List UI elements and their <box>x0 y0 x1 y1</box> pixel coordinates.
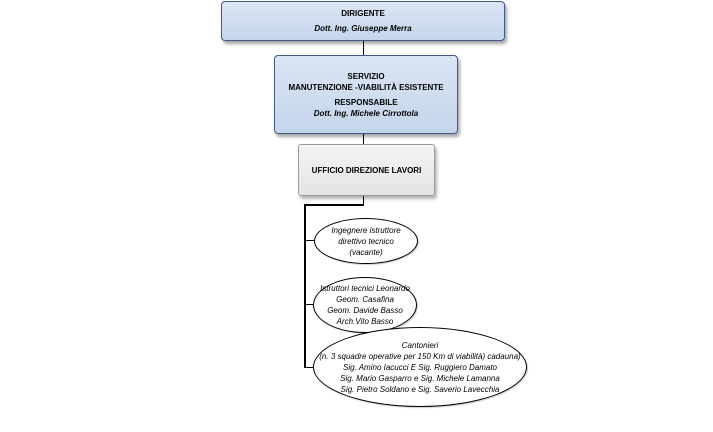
staff-line: (n. 3 squadre operative per 150 Km di vi… <box>319 351 521 361</box>
staff-ellipse-istruttore: Ingegnere istruttore direttivo tecnico (… <box>314 218 418 264</box>
connector-branch-tecnici <box>304 304 314 305</box>
staff-line: Sig. Pietro Soldano e Sig. Saverio Lavec… <box>340 384 500 394</box>
servizio-role: RESPONSABILE <box>334 97 398 107</box>
connector-servizio-ufficio <box>363 134 364 144</box>
servizio-name: Dott. Ing. Michele Cirrottola <box>313 108 419 118</box>
servizio-box: SERVIZIO MANUTENZIONE -VIABILITÀ ESISTEN… <box>274 55 458 134</box>
staff-ellipse-cantonieri: Cantonieri (n. 3 squadre operative per 1… <box>313 327 527 407</box>
staff-line: (vacante) <box>349 247 383 257</box>
staff-line: Istruttori tecnici Leonardo <box>320 284 410 293</box>
servizio-line1: SERVIZIO <box>347 71 385 81</box>
staff-line: Arch.Vito Basso <box>336 317 394 326</box>
connector-branch-istruttore <box>304 240 314 241</box>
dirigente-title: DIRIGENTE <box>341 9 385 18</box>
dirigente-name: Dott. Ing. Giuseppe Merra <box>314 24 412 33</box>
servizio-line2: MANUTENZIONE -VIABILITÀ ESISTENTE <box>288 82 444 92</box>
staff-line: Cantonieri <box>401 340 439 350</box>
staff-line: Sig. Mario Gasparro e Sig. Michele Laman… <box>340 373 500 383</box>
staff-line: Ingegnere istruttore <box>331 225 401 235</box>
connector-dirigente-servizio <box>363 41 364 55</box>
connector-horizontal-bar <box>304 204 364 206</box>
connector-vertical-spine <box>304 204 306 368</box>
ufficio-title: UFFICIO DIREZIONE LAVORI <box>311 165 422 175</box>
staff-line: Sig. Amino Iacucci E Sig. Ruggiero Damat… <box>343 362 497 372</box>
staff-ellipse-tecnici: Istruttori tecnici Leonardo Geom. Casafi… <box>313 277 417 333</box>
staff-line: Geom. Davide Basso <box>327 306 403 315</box>
ufficio-box: UFFICIO DIREZIONE LAVORI <box>298 144 435 196</box>
staff-line: direttivo tecnico <box>338 236 394 246</box>
staff-line: Geom. Casafina <box>336 295 394 304</box>
connector-ufficio-down <box>363 196 364 205</box>
connector-branch-cantonieri <box>304 367 314 368</box>
dirigente-box: DIRIGENTE Dott. Ing. Giuseppe Merra <box>221 1 505 41</box>
